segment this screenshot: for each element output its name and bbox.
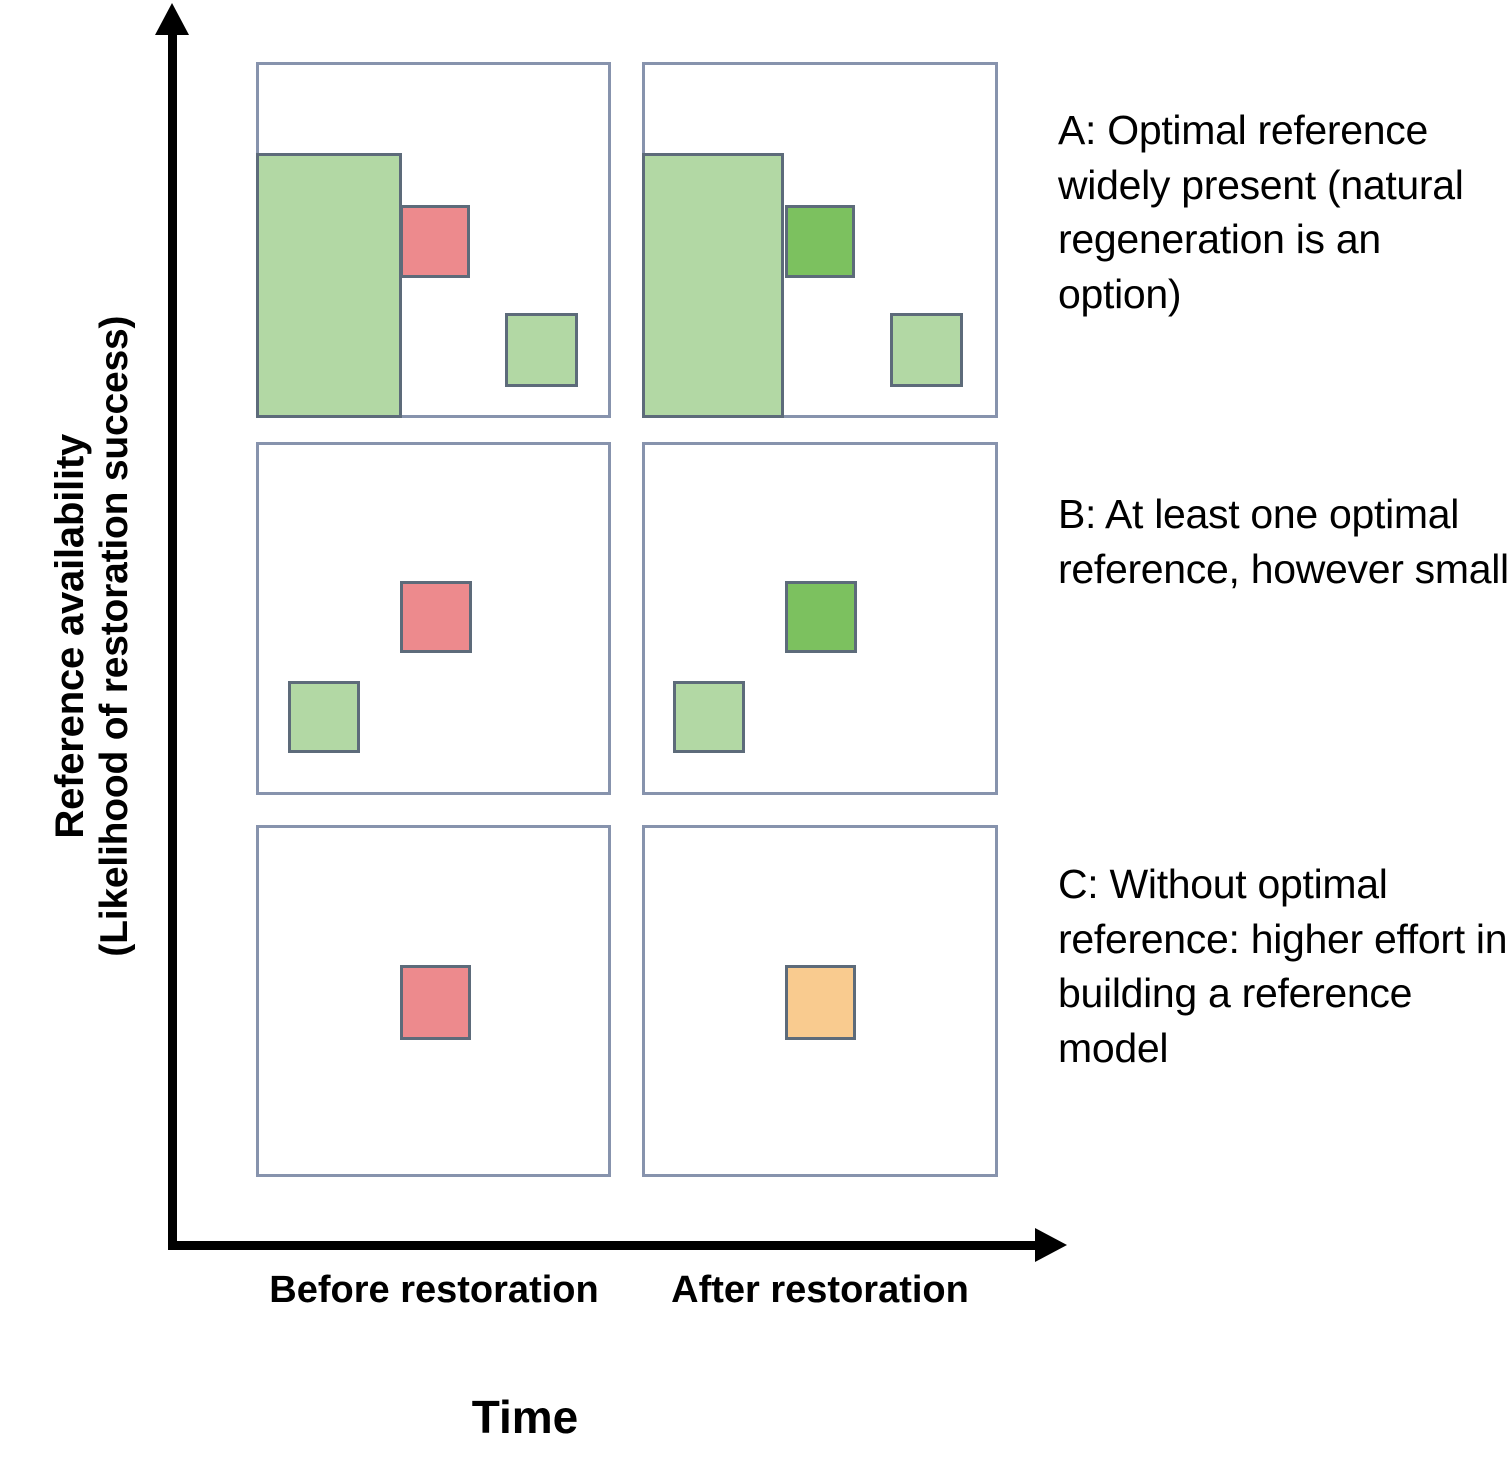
x-axis-title: Time — [471, 1391, 579, 1443]
y-axis-title: Reference availability (Likelihood of re… — [48, 56, 136, 1216]
x-axis-line — [168, 1241, 1043, 1250]
box-c-red-square — [400, 965, 471, 1040]
box-a-large-light-green-block — [256, 153, 402, 418]
box-a-small-light-green-square — [890, 313, 963, 387]
box-a-dark-green-block — [785, 205, 855, 278]
box-b-light-green-square — [288, 681, 360, 753]
box-a-large-light-green-block — [642, 153, 784, 418]
box-a-red-block — [400, 205, 470, 278]
panel-c-before — [256, 825, 611, 1177]
box-b-dark-green-square — [785, 581, 857, 653]
x-tick-label-after-restoration: After restoration — [671, 1269, 969, 1311]
y-axis-line — [168, 30, 177, 1250]
row-caption-a: A: Optimal reference widely present (nat… — [1058, 107, 1464, 317]
row-caption-c: C: Without optimal reference: higher eff… — [1058, 861, 1508, 1071]
y-axis-arrow-icon — [155, 3, 189, 35]
box-a-small-light-green-square — [505, 313, 578, 387]
box-c-orange-square — [785, 965, 856, 1040]
y-axis-title-line-2: (Likelihood of restoration success) — [92, 315, 136, 957]
y-axis-title-line-1: Reference availability — [47, 433, 92, 839]
x-axis-arrow-icon — [1035, 1228, 1067, 1262]
box-b-light-green-square — [673, 681, 745, 753]
x-tick-label-before-restoration: Before restoration — [269, 1269, 599, 1311]
row-caption-b: B: At least one optimal reference, howev… — [1058, 491, 1508, 592]
box-b-red-square — [400, 581, 472, 653]
